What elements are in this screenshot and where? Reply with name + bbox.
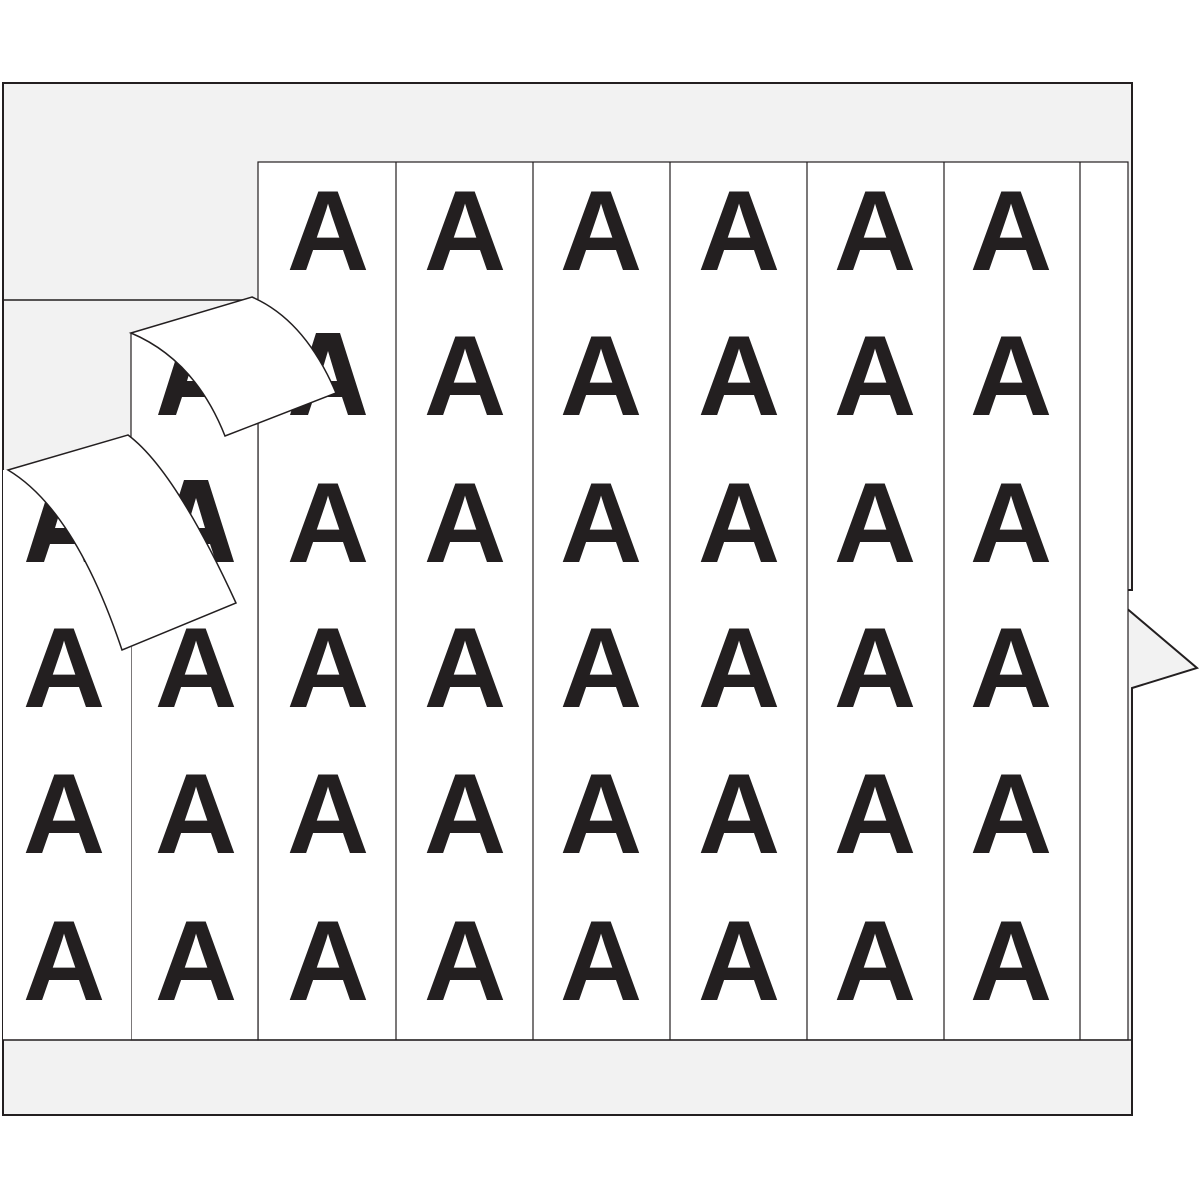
marker-label: A [560, 460, 642, 587]
marker-label: A [287, 898, 369, 1025]
marker-label: A [23, 898, 105, 1025]
marker-label: A [970, 460, 1052, 587]
peeled-marker-1 [128, 296, 337, 437]
marker-label: A [424, 898, 506, 1025]
marker-label: A [560, 168, 642, 295]
marker-label: A [698, 313, 780, 440]
marker-label: A [155, 751, 237, 878]
marker-label: A [698, 751, 780, 878]
marker-label: A [155, 898, 237, 1025]
marker-label: A [970, 898, 1052, 1025]
marker-label: A [698, 460, 780, 587]
marker-label: A [834, 898, 916, 1025]
marker-label: A [560, 605, 642, 732]
marker-label: A [287, 751, 369, 878]
marker-area-main [257, 161, 1129, 1041]
marker-label: A [424, 605, 506, 732]
marker-label: A [560, 751, 642, 878]
marker-label: A [834, 313, 916, 440]
marker-label: A [23, 751, 105, 878]
marker-label: A [834, 751, 916, 878]
marker-label: A [834, 605, 916, 732]
marker-label: A [560, 313, 642, 440]
marker-label: A [424, 313, 506, 440]
marker-label: A [970, 605, 1052, 732]
marker-label: A [23, 605, 105, 732]
marker-label: A [424, 460, 506, 587]
marker-label: A [834, 168, 916, 295]
marker-label: A [287, 168, 369, 295]
marker-label: A [970, 168, 1052, 295]
marker-label: A [560, 898, 642, 1025]
marker-label: A [698, 605, 780, 732]
marker-label: A [424, 168, 506, 295]
marker-label: A [970, 751, 1052, 878]
marker-label: A [698, 898, 780, 1025]
marker-label: A [698, 168, 780, 295]
peeled-marker-2 [6, 434, 238, 651]
marker-label: A [424, 751, 506, 878]
marker-label: A [834, 460, 916, 587]
marker-label: A [287, 460, 369, 587]
marker-label: A [970, 313, 1052, 440]
marker-label: A [287, 605, 369, 732]
